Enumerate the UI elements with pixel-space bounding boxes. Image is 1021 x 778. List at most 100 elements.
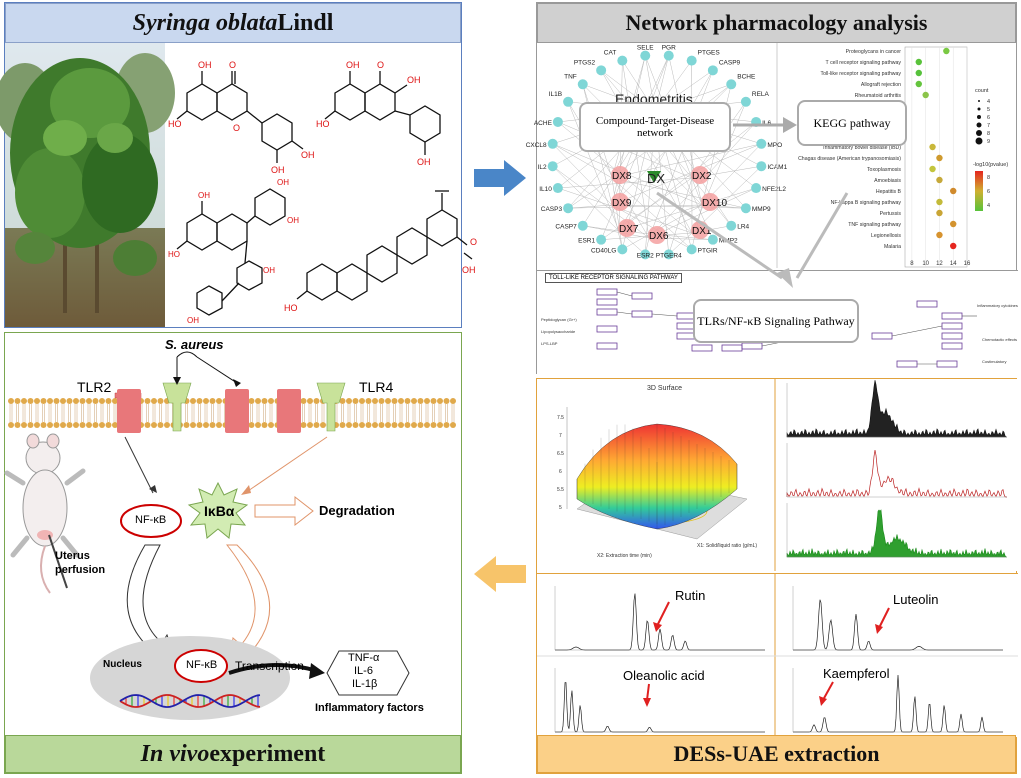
target-node bbox=[547, 138, 558, 149]
lipid-head bbox=[443, 422, 450, 428]
kegg-term-label: Legionellosis bbox=[871, 233, 901, 239]
lipid-head bbox=[320, 422, 326, 428]
target-node bbox=[552, 116, 563, 127]
lipid-head bbox=[190, 398, 196, 404]
hplc-grid: Rutin Luteolin Oleanolic acid Kaempferol bbox=[537, 573, 1018, 738]
svg-text:OH: OH bbox=[187, 316, 199, 325]
dx-node-label: DX10 bbox=[702, 198, 727, 209]
target-node bbox=[596, 65, 607, 76]
count-legend-dot bbox=[976, 122, 982, 128]
surface-plot: 3D Surface 7.576.565.55 X2: Extraction t… bbox=[537, 379, 773, 571]
pvalue-tick: 6 bbox=[987, 189, 990, 195]
lipid-head bbox=[398, 422, 404, 428]
lipid-head bbox=[385, 422, 391, 428]
dx-node-label: DX6 bbox=[649, 231, 669, 242]
target-node bbox=[707, 65, 718, 76]
lipid-head bbox=[203, 398, 209, 404]
svg-text:OH: OH bbox=[198, 191, 210, 200]
oleanolic-acid-label: Oleanolic acid bbox=[623, 668, 705, 683]
svg-text:7: 7 bbox=[559, 433, 562, 439]
target-node-label: PTGIR bbox=[698, 247, 718, 254]
lipid-head bbox=[307, 422, 313, 428]
tlr-map-diagram: Peptidoglycan (Gr+)LipopolysaccharideLPS… bbox=[541, 288, 1018, 368]
target-node bbox=[663, 249, 674, 260]
lipid-head bbox=[8, 398, 14, 404]
target-node-label: PTGES bbox=[698, 50, 721, 57]
target-node-label: IL2 bbox=[538, 164, 547, 171]
lipid-head bbox=[203, 422, 209, 428]
target-node bbox=[707, 234, 718, 245]
target-node-label: MPO bbox=[767, 142, 782, 149]
dx-node-label: DX9 bbox=[612, 198, 632, 209]
svg-text:OH: OH bbox=[271, 165, 285, 175]
kegg-term-label: Chagas disease (American trypanosomiasis… bbox=[798, 156, 901, 162]
lipid-head bbox=[359, 422, 365, 428]
lipid-head bbox=[86, 398, 92, 404]
rutin-label: Rutin bbox=[675, 588, 706, 603]
kegg-term-label: Toxoplasmosis bbox=[867, 167, 901, 173]
kegg-term-label: NF-kappa B signaling pathway bbox=[831, 200, 902, 206]
syringa-title-rest: Lindl bbox=[277, 9, 334, 36]
svg-text:OH: OH bbox=[287, 216, 299, 225]
kegg-bubble bbox=[936, 231, 943, 239]
target-node bbox=[740, 203, 751, 214]
dx-node-label: DX7 bbox=[619, 224, 639, 235]
count-legend-value: 9 bbox=[987, 139, 990, 145]
lipid-head bbox=[300, 398, 307, 404]
kegg-bubble bbox=[936, 198, 943, 206]
lipid-head bbox=[14, 398, 21, 404]
svg-text:Chemotactic effects: Chemotactic effects bbox=[982, 337, 1017, 342]
dna-strand bbox=[119, 694, 261, 708]
lipid-head bbox=[34, 422, 40, 428]
target-node-label: ESR1 bbox=[578, 238, 595, 245]
count-legend-value: 5 bbox=[987, 107, 990, 113]
lipid-head bbox=[21, 422, 27, 428]
kegg-bubble bbox=[936, 154, 943, 162]
lipid-head bbox=[151, 422, 157, 428]
target-node-label: CASP9 bbox=[719, 59, 741, 66]
svg-text:OH: OH bbox=[198, 60, 212, 70]
kegg-term-label: T cell receptor signaling pathway bbox=[826, 60, 902, 66]
target-node-label: ESR2 bbox=[637, 252, 654, 259]
ctd-network-label: Compound-Target-Disease network bbox=[595, 115, 715, 139]
svg-text:OH: OH bbox=[407, 75, 421, 85]
stacked-chromatograms bbox=[774, 379, 1018, 571]
nucleus-label: Nucleus bbox=[103, 659, 142, 670]
target-node bbox=[563, 203, 574, 214]
lipid-head bbox=[157, 422, 164, 428]
tlr2-label: TLR2 bbox=[77, 379, 112, 395]
target-node bbox=[751, 183, 762, 194]
lipid-head bbox=[339, 422, 346, 428]
dx-node-label: DX2 bbox=[692, 171, 712, 182]
lipid-head bbox=[372, 398, 378, 404]
lipid-head bbox=[268, 422, 274, 428]
uterus-perfusion-label: Uterus perfusion bbox=[55, 550, 106, 576]
lipid-head bbox=[144, 398, 151, 404]
nfkb-nucleus-label: NF-κB bbox=[186, 659, 218, 671]
target-node bbox=[640, 249, 651, 260]
chromatogram-trace bbox=[555, 682, 765, 733]
dna-strand bbox=[119, 694, 261, 708]
dx-node bbox=[648, 226, 666, 244]
left-arrow bbox=[474, 556, 526, 592]
target-node-label: PGR bbox=[662, 45, 676, 52]
svg-text:Inflammatory cytokines: Inflammatory cytokines bbox=[977, 303, 1018, 308]
chromatogram-trace bbox=[786, 509, 1008, 558]
target-node bbox=[547, 161, 558, 172]
count-legend-value: 4 bbox=[987, 99, 990, 105]
lipid-head bbox=[73, 398, 79, 404]
lipid-head bbox=[216, 398, 222, 404]
center-node bbox=[647, 171, 661, 183]
transcription-label: Transcription bbox=[235, 659, 304, 673]
kegg-term-label: Malaria bbox=[884, 244, 901, 250]
target-node-label: BCHE bbox=[737, 73, 756, 80]
kegg-term-label: Pertussis bbox=[880, 211, 902, 217]
count-legend-value: 6 bbox=[987, 115, 990, 121]
lipid-head bbox=[365, 398, 372, 404]
lipid-head bbox=[437, 422, 443, 428]
kegg-term-label: Allograft rejection bbox=[861, 82, 901, 88]
